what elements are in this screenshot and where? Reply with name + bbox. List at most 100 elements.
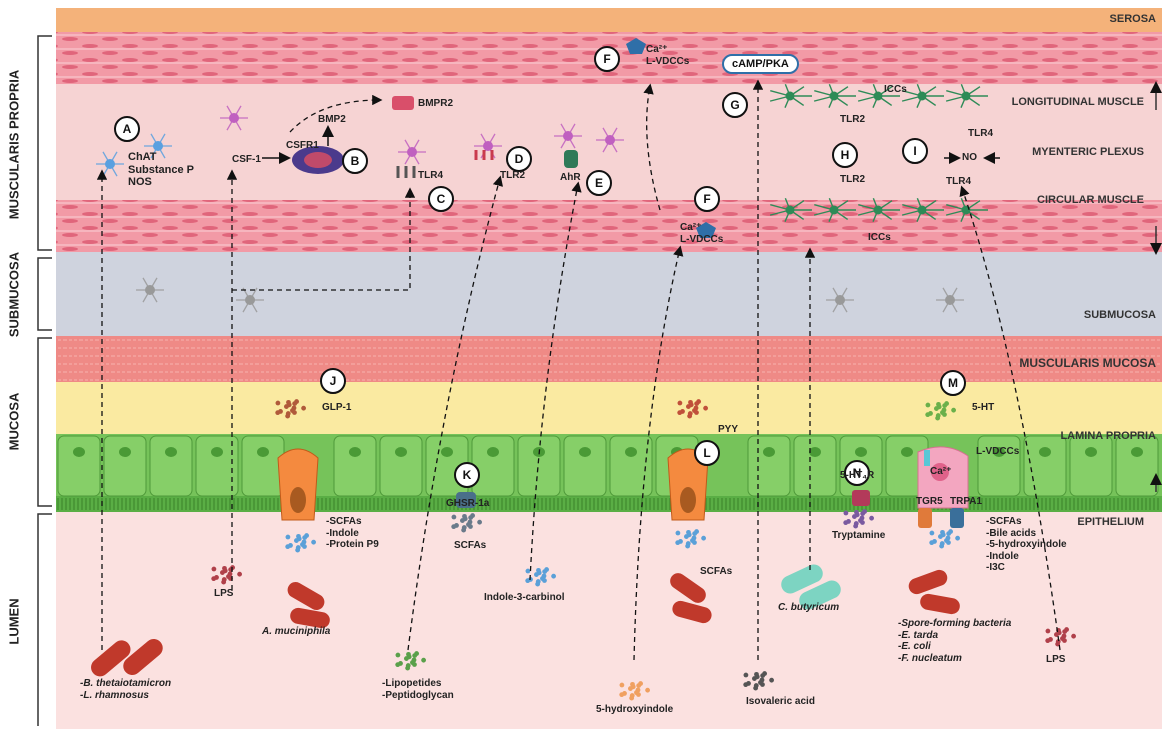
label-tlr2-h-bottom: TLR2: [840, 174, 865, 186]
marker-e: E: [586, 170, 612, 196]
marker-m: M: [940, 370, 966, 396]
epithelial-cell: [150, 436, 192, 496]
trpa1-receptor: [950, 508, 964, 528]
ht4r-receptor: [852, 490, 870, 506]
cell-nucleus: [809, 447, 821, 457]
molecule-dot: [542, 569, 547, 574]
label-bacteroides: -B. thetaiotamicron -L. rhamnosus: [80, 678, 171, 701]
molecule-dot: [1062, 629, 1067, 634]
side-label-mucosa: MUCOSA: [7, 387, 22, 457]
cell-nucleus: [901, 447, 913, 457]
cell-nucleus: [1131, 447, 1143, 457]
label-glp1: GLP-1: [322, 402, 351, 414]
molecule-dot: [454, 523, 459, 528]
molecule-dot: [396, 653, 401, 658]
molecule-dot: [942, 403, 947, 408]
cell-nucleus: [119, 447, 131, 457]
molecule-dot: [452, 515, 457, 520]
molecule-dot: [686, 541, 691, 546]
lamina-propria-band: [56, 382, 1162, 434]
molecule-dot: [645, 688, 650, 693]
cell-nucleus: [257, 447, 269, 457]
marker-f-top: F: [594, 46, 620, 72]
label-iccs-top: ICCs: [884, 84, 907, 96]
molecule-dot: [1060, 636, 1065, 641]
molecule-dot: [690, 538, 695, 543]
molecule-dot: [687, 532, 692, 537]
label-ca-ec: Ca²⁺: [930, 466, 951, 478]
molecule-dot: [940, 541, 945, 546]
molecule-dot: [300, 542, 305, 547]
molecule-dot: [694, 401, 699, 406]
marker-k: K: [454, 462, 480, 488]
molecule-dot: [854, 521, 859, 526]
molecule-dot: [634, 690, 639, 695]
molecule-dot: [223, 568, 228, 573]
label-iccs-bottom: ICCs: [868, 232, 891, 244]
molecule-dot: [760, 673, 765, 678]
layer-label-lamina-propria: LAMINA PROPRIA: [1060, 430, 1156, 442]
molecule-dot: [622, 691, 627, 696]
epithelial-cell: [334, 436, 376, 496]
epithelial-cell: [748, 436, 790, 496]
label-bmpr2: BMPR2: [418, 98, 453, 110]
molecule-dot: [940, 410, 945, 415]
label-ca-lvdcc-top: Ca²⁺ L-VDCCs: [646, 44, 689, 67]
marker-j: J: [320, 368, 346, 394]
molecule-dot: [526, 569, 531, 574]
molecule-dot: [636, 683, 641, 688]
label-ghsr: GHSR-1a: [446, 498, 489, 510]
epithelial-cell: [242, 436, 284, 496]
molecule-dot: [296, 545, 301, 550]
label-tlr4-i: TLR4: [968, 128, 993, 140]
molecule-dot: [844, 511, 849, 516]
layer-label-longitudinal-muscle: LONGITUDINAL MUSCLE: [1012, 96, 1144, 108]
cell-nucleus: [349, 447, 361, 457]
label-indole3-carbinol: Indole-3-carbinol: [484, 592, 565, 604]
molecule-dot: [1071, 634, 1076, 639]
cell-nucleus: [441, 447, 453, 457]
circular-muscle-band: [56, 200, 1162, 252]
label-camp-pka: cAMP/PKA: [722, 54, 799, 74]
molecule-dot: [278, 409, 283, 414]
label-scfas-k: SCFAs: [454, 540, 486, 552]
cell-nucleus: [579, 447, 591, 457]
molecule-dot: [407, 654, 412, 659]
layer-label-circular-muscle: CIRCULAR MUSCLE: [1037, 194, 1144, 206]
label-tgr5: TGR5: [916, 496, 943, 508]
label-csf1: CSF-1: [232, 154, 261, 166]
molecule-dot: [292, 401, 297, 406]
molecule-dot: [410, 660, 415, 665]
molecule-dot: [1046, 629, 1051, 634]
molecule-dot: [551, 574, 556, 579]
label-isovaleric-acid: Isovaleric acid: [746, 696, 815, 708]
label-a-muciniphila: A. muciniphila: [262, 626, 330, 638]
enteroendocrine-cell-left: [278, 449, 318, 520]
cell-nucleus: [211, 447, 223, 457]
molecule-dot: [930, 531, 935, 536]
epithelial-cell: [1070, 436, 1112, 496]
marker-i: I: [902, 138, 928, 164]
molecule-dot: [620, 683, 625, 688]
molecule-dot: [540, 576, 545, 581]
label-5-hydroxyindole: 5-hydroxyindole: [596, 704, 673, 716]
epithelial-cell: [58, 436, 100, 496]
molecule-dot: [944, 538, 949, 543]
ahr-receptor: [564, 150, 578, 168]
submucosa-band: [56, 252, 1162, 336]
molecule-dot: [937, 404, 942, 409]
molecule-dot: [692, 531, 697, 536]
molecule-dot: [537, 570, 542, 575]
molecule-dot: [297, 536, 302, 541]
molecule-dot: [932, 539, 937, 544]
molecule-dot: [311, 540, 316, 545]
label-trpa1: TRPA1: [950, 496, 982, 508]
molecule-dot: [290, 408, 295, 413]
serosa-band: [56, 8, 1162, 32]
side-label-submucosa: SUBMUCOSA: [7, 245, 22, 345]
molecule-dot: [744, 673, 749, 678]
label-5ht4r: 5-HT₄R: [840, 470, 874, 482]
molecule-dot: [212, 567, 217, 572]
molecule-dot: [688, 411, 693, 416]
epithelial-cell: [564, 436, 606, 496]
